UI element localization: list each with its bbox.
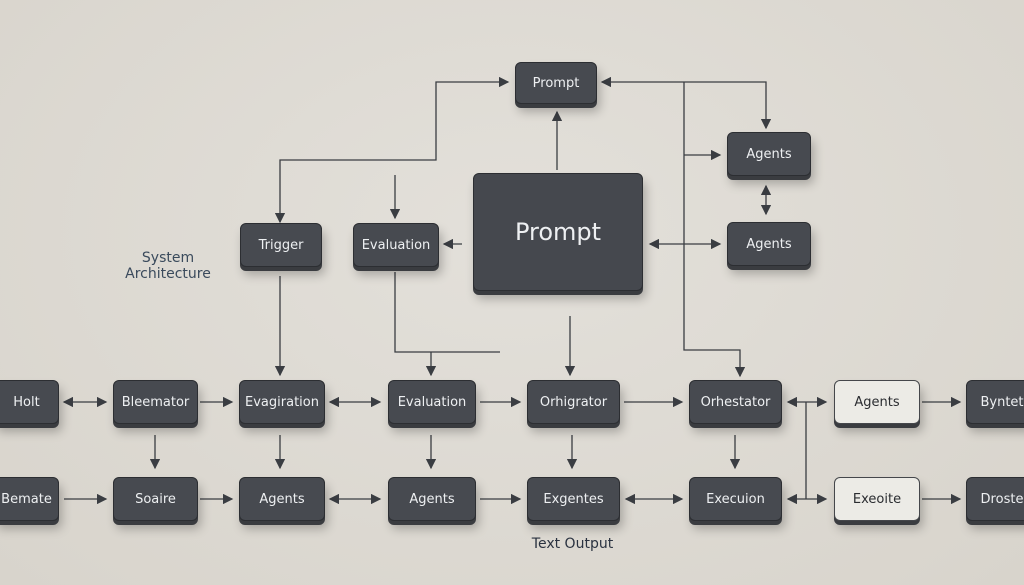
row1-node: Agents xyxy=(834,380,920,424)
text-output-label: Text Output xyxy=(531,536,614,552)
row2-node: Bemate xyxy=(0,477,59,521)
row2-node: Exeoite xyxy=(834,477,920,521)
trigger-node: Trigger xyxy=(240,223,322,267)
evaluation-node: Evaluation xyxy=(353,223,439,267)
row1-node: Bleemator xyxy=(113,380,198,424)
row2-node: Droste xyxy=(966,477,1024,521)
row1-node: Orhestator xyxy=(689,380,782,424)
row2-node: Soaire xyxy=(113,477,198,521)
row2-node: Agents xyxy=(388,477,476,521)
row2-node: Agents xyxy=(239,477,325,521)
row1-node: Holt xyxy=(0,380,59,424)
agents-node-2: Agents xyxy=(727,222,811,266)
agents-node-1: Agents xyxy=(727,132,811,176)
row1-node: Orhigrator xyxy=(527,380,620,424)
row1-node: Byntet xyxy=(966,380,1024,424)
prompt-node-main: Prompt xyxy=(473,173,643,291)
row2-node: Exgentes xyxy=(527,477,620,521)
row1-node: Evagiration xyxy=(239,380,325,424)
row2-node: Execuion xyxy=(689,477,782,521)
row1-node: Evaluation xyxy=(388,380,476,424)
prompt-node-small: Prompt xyxy=(515,62,597,104)
system-architecture-label: System Architecture xyxy=(125,250,211,282)
